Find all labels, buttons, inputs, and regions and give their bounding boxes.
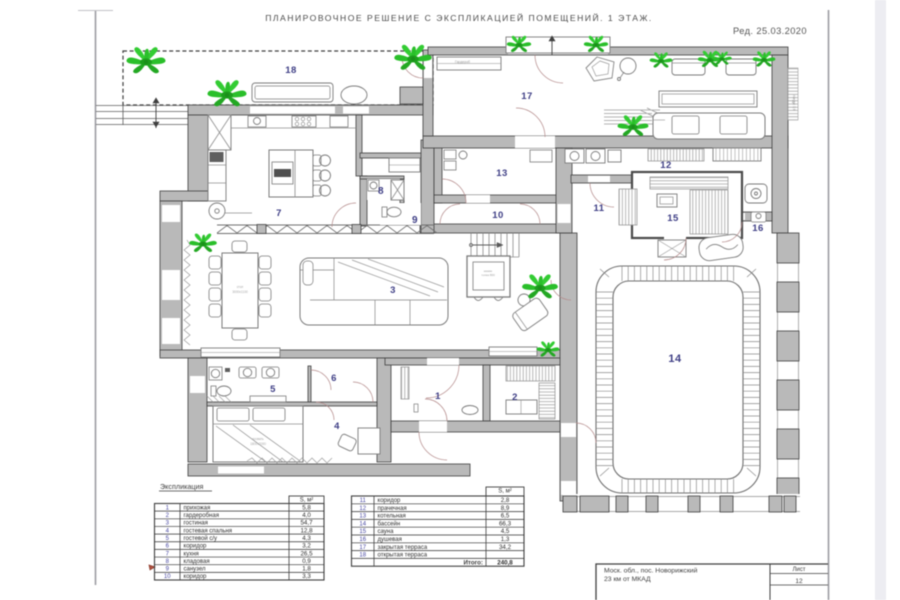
svg-text:13: 13 <box>496 168 508 179</box>
svg-text:котельная: котельная <box>378 514 406 520</box>
svg-text:коридор: коридор <box>378 498 402 504</box>
svg-text:12: 12 <box>795 578 803 585</box>
svg-text:2,8: 2,8 <box>501 497 510 504</box>
svg-text:Экспликация: Экспликация <box>160 482 204 491</box>
svg-text:1: 1 <box>435 391 441 402</box>
svg-text:3: 3 <box>390 285 396 296</box>
svg-text:23 км от МКАД: 23 км от МКАД <box>604 576 651 583</box>
svg-text:17: 17 <box>359 545 366 551</box>
svg-text:18: 18 <box>285 65 297 76</box>
svg-text:16: 16 <box>359 537 366 543</box>
svg-text:6,5: 6,5 <box>501 513 510 520</box>
svg-text:Моск. обл., пос. Новорижский: Моск. обл., пос. Новорижский <box>604 567 698 575</box>
svg-text:12: 12 <box>359 506 366 512</box>
svg-text:бассейн: бассейн <box>378 520 401 527</box>
svg-text:ПЛАНИРОВОЧНОЕ РЕШЕНИЕ С ЭКСПЛИ: ПЛАНИРОВОЧНОЕ РЕШЕНИЕ С ЭКСПЛИКАЦИЕЙ ПОМ… <box>265 12 653 23</box>
svg-text:3: 3 <box>166 521 170 527</box>
svg-text:Гардероб: Гардероб <box>455 60 470 64</box>
svg-text:240,8: 240,8 <box>497 559 513 566</box>
svg-text:камин: камин <box>484 269 493 273</box>
svg-text:4,0: 4,0 <box>302 512 311 519</box>
svg-text:коридор: коридор <box>184 544 208 550</box>
svg-text:16: 16 <box>752 223 764 234</box>
svg-text:7: 7 <box>276 208 282 219</box>
svg-text:5,8: 5,8 <box>302 504 311 511</box>
svg-text:6: 6 <box>166 544 170 550</box>
svg-text:гостиная: гостиная <box>184 521 208 527</box>
svg-text:11: 11 <box>593 203 604 214</box>
svg-text:8,9: 8,9 <box>501 505 510 512</box>
svg-text:топка 800: топка 800 <box>481 273 495 277</box>
svg-text:Ред. 25.03.2020: Ред. 25.03.2020 <box>733 26 807 36</box>
svg-text:3,2: 3,2 <box>302 543 311 550</box>
svg-text:санузел: санузел <box>184 567 206 573</box>
svg-text:4,5: 4,5 <box>501 528 510 535</box>
svg-text:3000х1100: 3000х1100 <box>232 290 248 294</box>
svg-text:12,8: 12,8 <box>300 527 313 534</box>
svg-text:14: 14 <box>668 353 682 365</box>
svg-text:15: 15 <box>359 529 366 535</box>
svg-text:54,7: 54,7 <box>300 520 313 527</box>
svg-text:66,3: 66,3 <box>499 520 512 527</box>
svg-text:открытая терраса: открытая терраса <box>378 553 428 559</box>
svg-text:кровать: кровать <box>252 437 264 441</box>
svg-text:8: 8 <box>166 559 170 565</box>
svg-text:пандус 1:8: пандус 1:8 <box>792 95 796 111</box>
svg-text:прихожая: прихожая <box>184 505 211 511</box>
svg-text:1: 1 <box>166 505 170 511</box>
svg-text:9: 9 <box>412 215 418 226</box>
svg-text:6: 6 <box>331 373 337 384</box>
svg-text:гардеробная: гардеробная <box>184 513 219 519</box>
svg-text:12: 12 <box>660 160 672 171</box>
svg-text:S, м²: S, м² <box>300 498 313 504</box>
svg-text:18: 18 <box>359 553 366 559</box>
svg-text:7: 7 <box>166 551 170 557</box>
svg-text:гостевая спальня: гостевая спальня <box>184 528 233 534</box>
svg-text:0,9: 0,9 <box>302 558 311 565</box>
svg-text:коридор: коридор <box>184 574 208 580</box>
svg-text:кухня: кухня <box>184 551 199 557</box>
svg-text:9: 9 <box>166 567 170 573</box>
svg-text:10: 10 <box>164 574 171 580</box>
svg-text:S, м²: S, м² <box>498 489 511 495</box>
svg-text:1,8: 1,8 <box>302 566 311 573</box>
svg-text:закрытая терраса: закрытая терраса <box>378 545 428 551</box>
svg-text:4,3: 4,3 <box>302 535 311 542</box>
svg-text:8: 8 <box>378 186 384 197</box>
svg-text:13: 13 <box>359 514 366 520</box>
svg-text:стол: стол <box>237 285 244 289</box>
svg-text:гостевой с/у: гостевой с/у <box>184 535 218 542</box>
svg-text:сауна: сауна <box>378 529 395 535</box>
svg-text:11: 11 <box>360 498 367 504</box>
svg-text:3,3: 3,3 <box>302 573 311 580</box>
svg-text:5: 5 <box>270 384 276 395</box>
svg-text:прачечная: прачечная <box>378 506 407 512</box>
svg-text:26,5: 26,5 <box>300 550 313 557</box>
svg-text:5: 5 <box>166 536 170 542</box>
svg-text:душевая: душевая <box>378 537 402 543</box>
svg-text:2: 2 <box>512 392 518 403</box>
svg-text:2: 2 <box>166 513 170 519</box>
svg-text:1800х2000: 1800х2000 <box>250 442 266 446</box>
svg-text:10: 10 <box>492 210 504 221</box>
svg-text:17: 17 <box>521 91 533 102</box>
svg-text:Итого:: Итого: <box>463 559 483 566</box>
svg-text:4: 4 <box>166 528 170 534</box>
svg-text:14: 14 <box>359 521 366 527</box>
svg-text:4: 4 <box>334 421 340 432</box>
svg-text:1,3: 1,3 <box>501 536 510 543</box>
svg-text:Лист: Лист <box>792 567 805 573</box>
svg-text:15: 15 <box>667 213 679 224</box>
svg-text:кладовая: кладовая <box>184 559 210 565</box>
svg-text:34,2: 34,2 <box>499 544 512 551</box>
